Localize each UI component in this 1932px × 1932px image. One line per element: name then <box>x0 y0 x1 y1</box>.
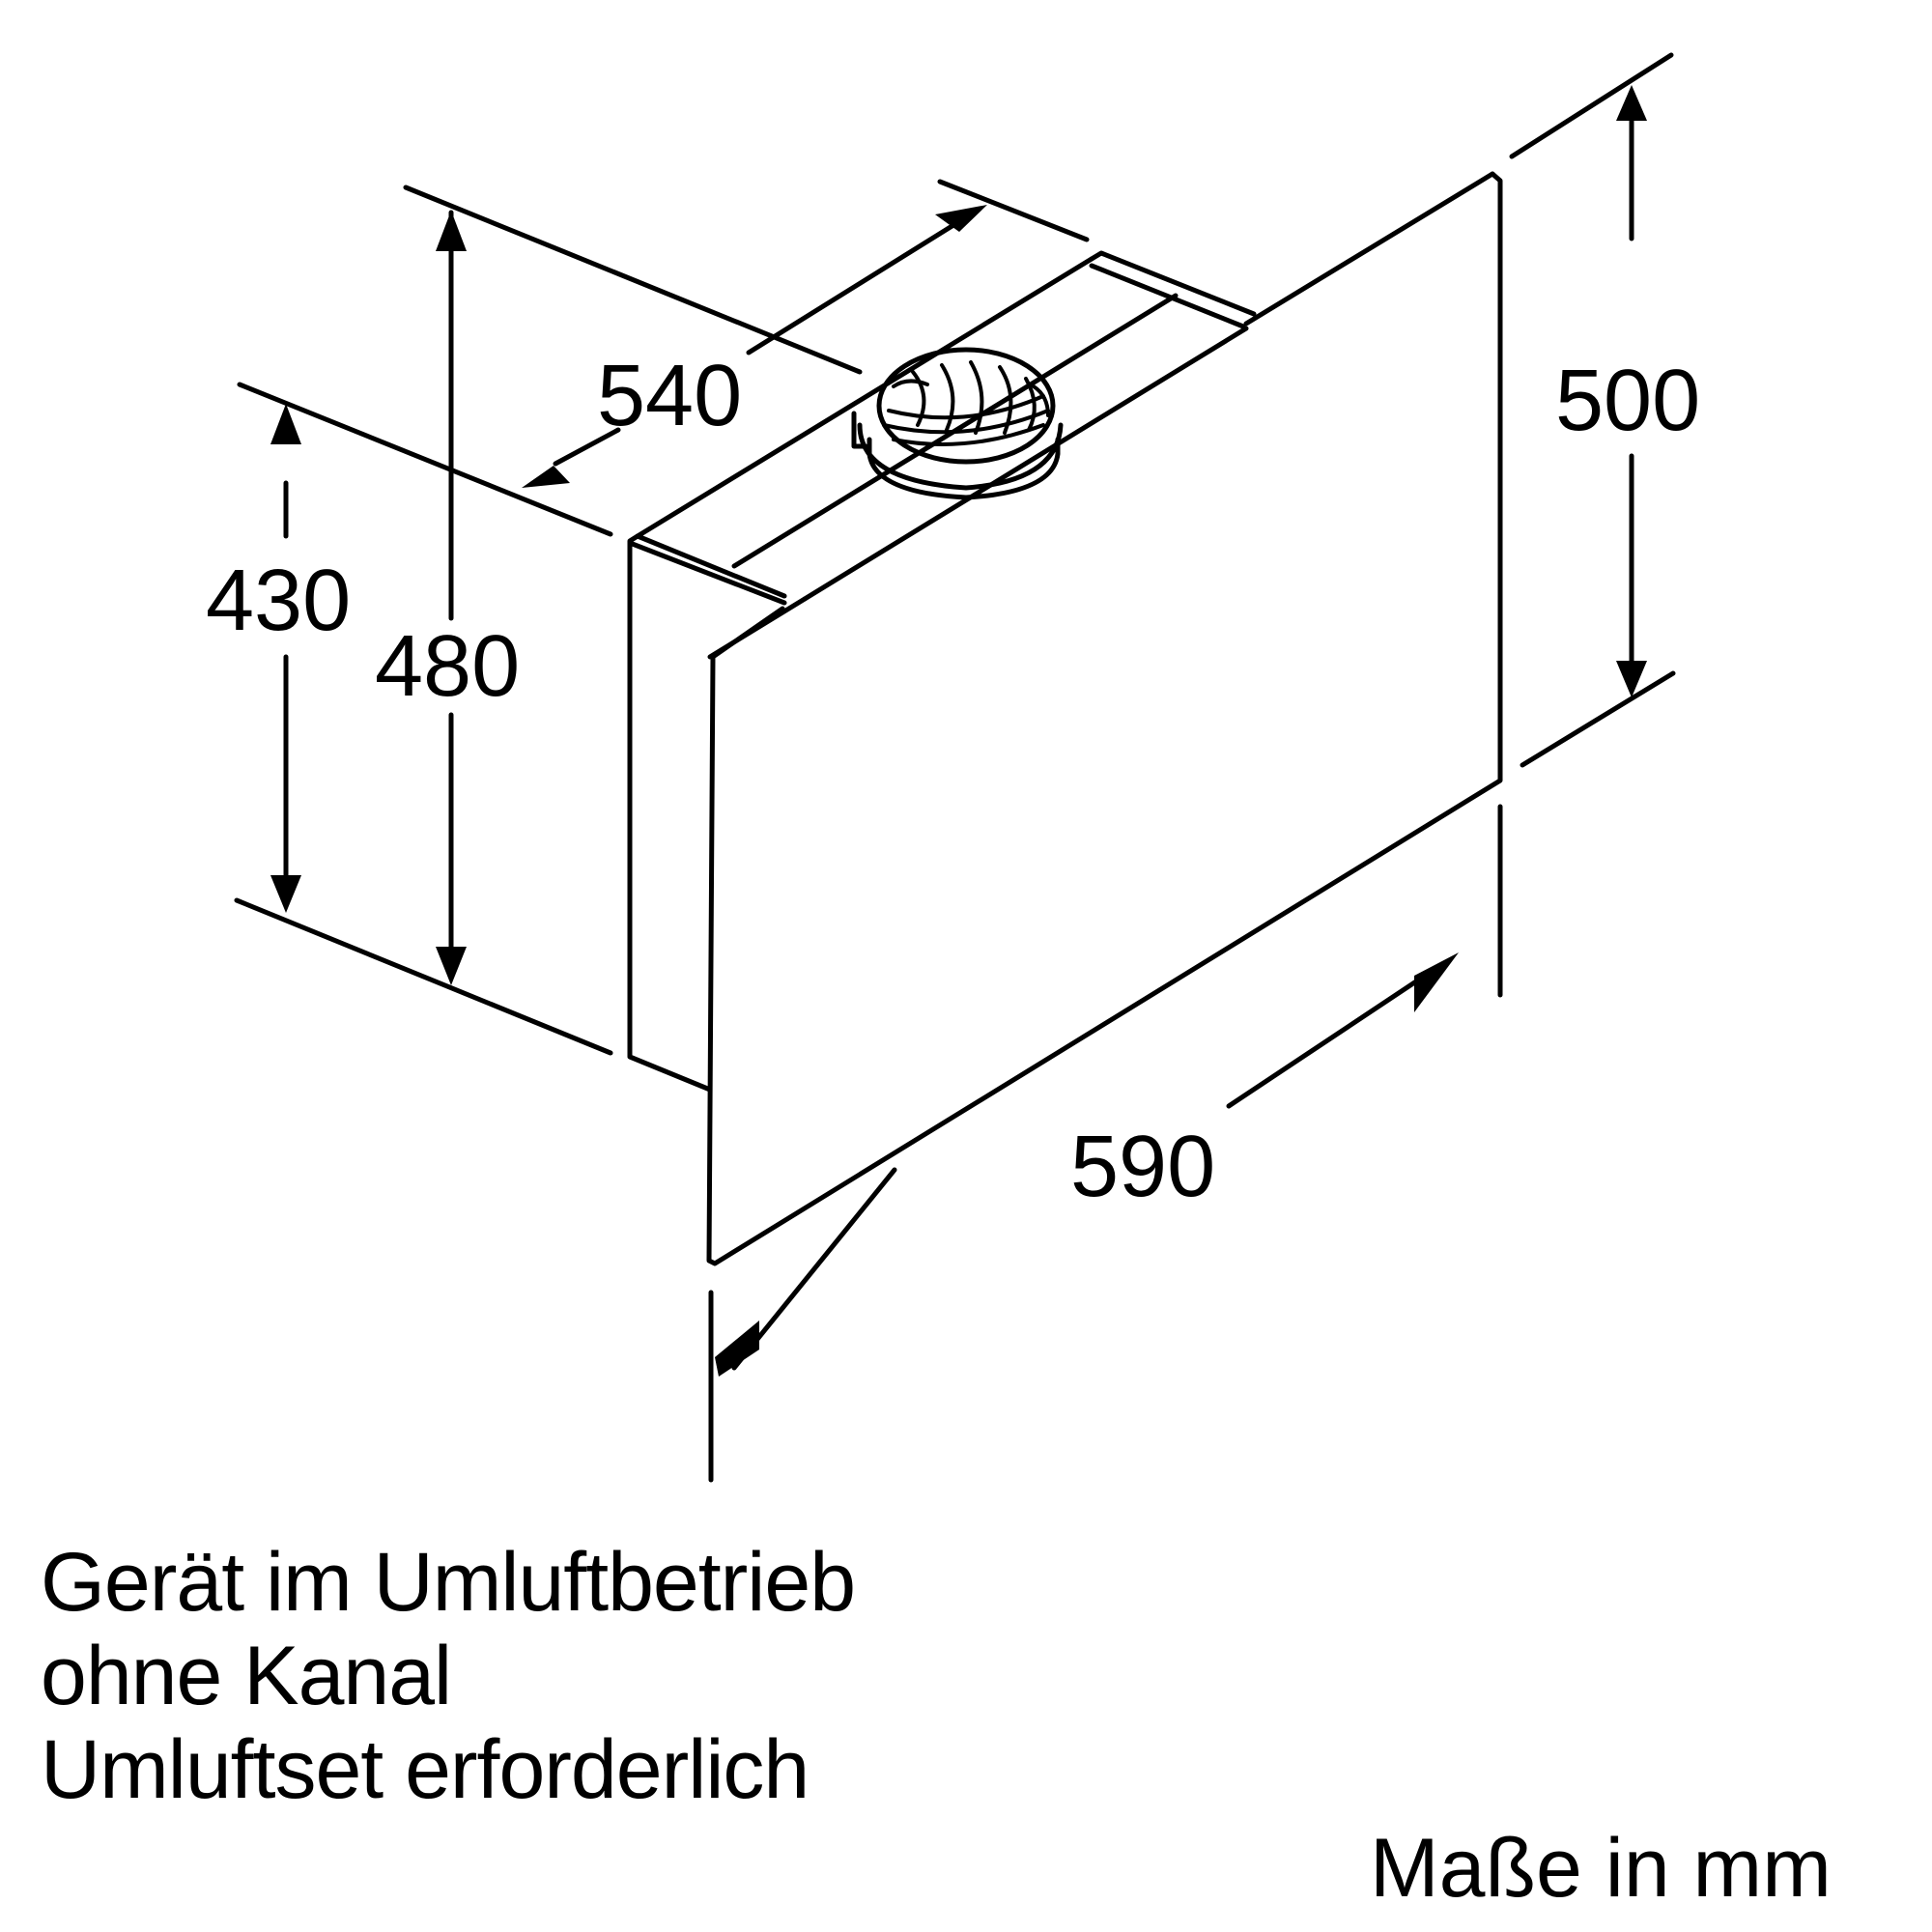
dimension-label-500: 500 <box>1555 353 1700 449</box>
operation-notes: Gerät im Umluftbetrieb ohne Kanal Umluft… <box>41 1536 856 1817</box>
dimension-500: 500 <box>1509 52 1700 768</box>
dimension-480: 480 <box>375 210 520 985</box>
dimension-label-590: 590 <box>1070 1119 1215 1215</box>
dimension-label-430: 430 <box>206 553 351 649</box>
dimension-430: 430 <box>206 382 613 1056</box>
hood-body <box>627 171 1503 1266</box>
dimension-label-540: 540 <box>597 348 742 444</box>
note-line-3: Umluftset erforderlich <box>41 1723 810 1816</box>
recirculation-filter-icon <box>851 347 1064 500</box>
dimension-label-480: 480 <box>375 618 520 715</box>
units-label: Maße in mm <box>1370 1822 1832 1915</box>
dimension-590: 590 <box>708 804 1503 1483</box>
dimension-540: 540 <box>403 179 1090 488</box>
note-line-1: Gerät im Umluftbetrieb <box>41 1536 856 1629</box>
note-line-2: ohne Kanal <box>41 1630 452 1722</box>
